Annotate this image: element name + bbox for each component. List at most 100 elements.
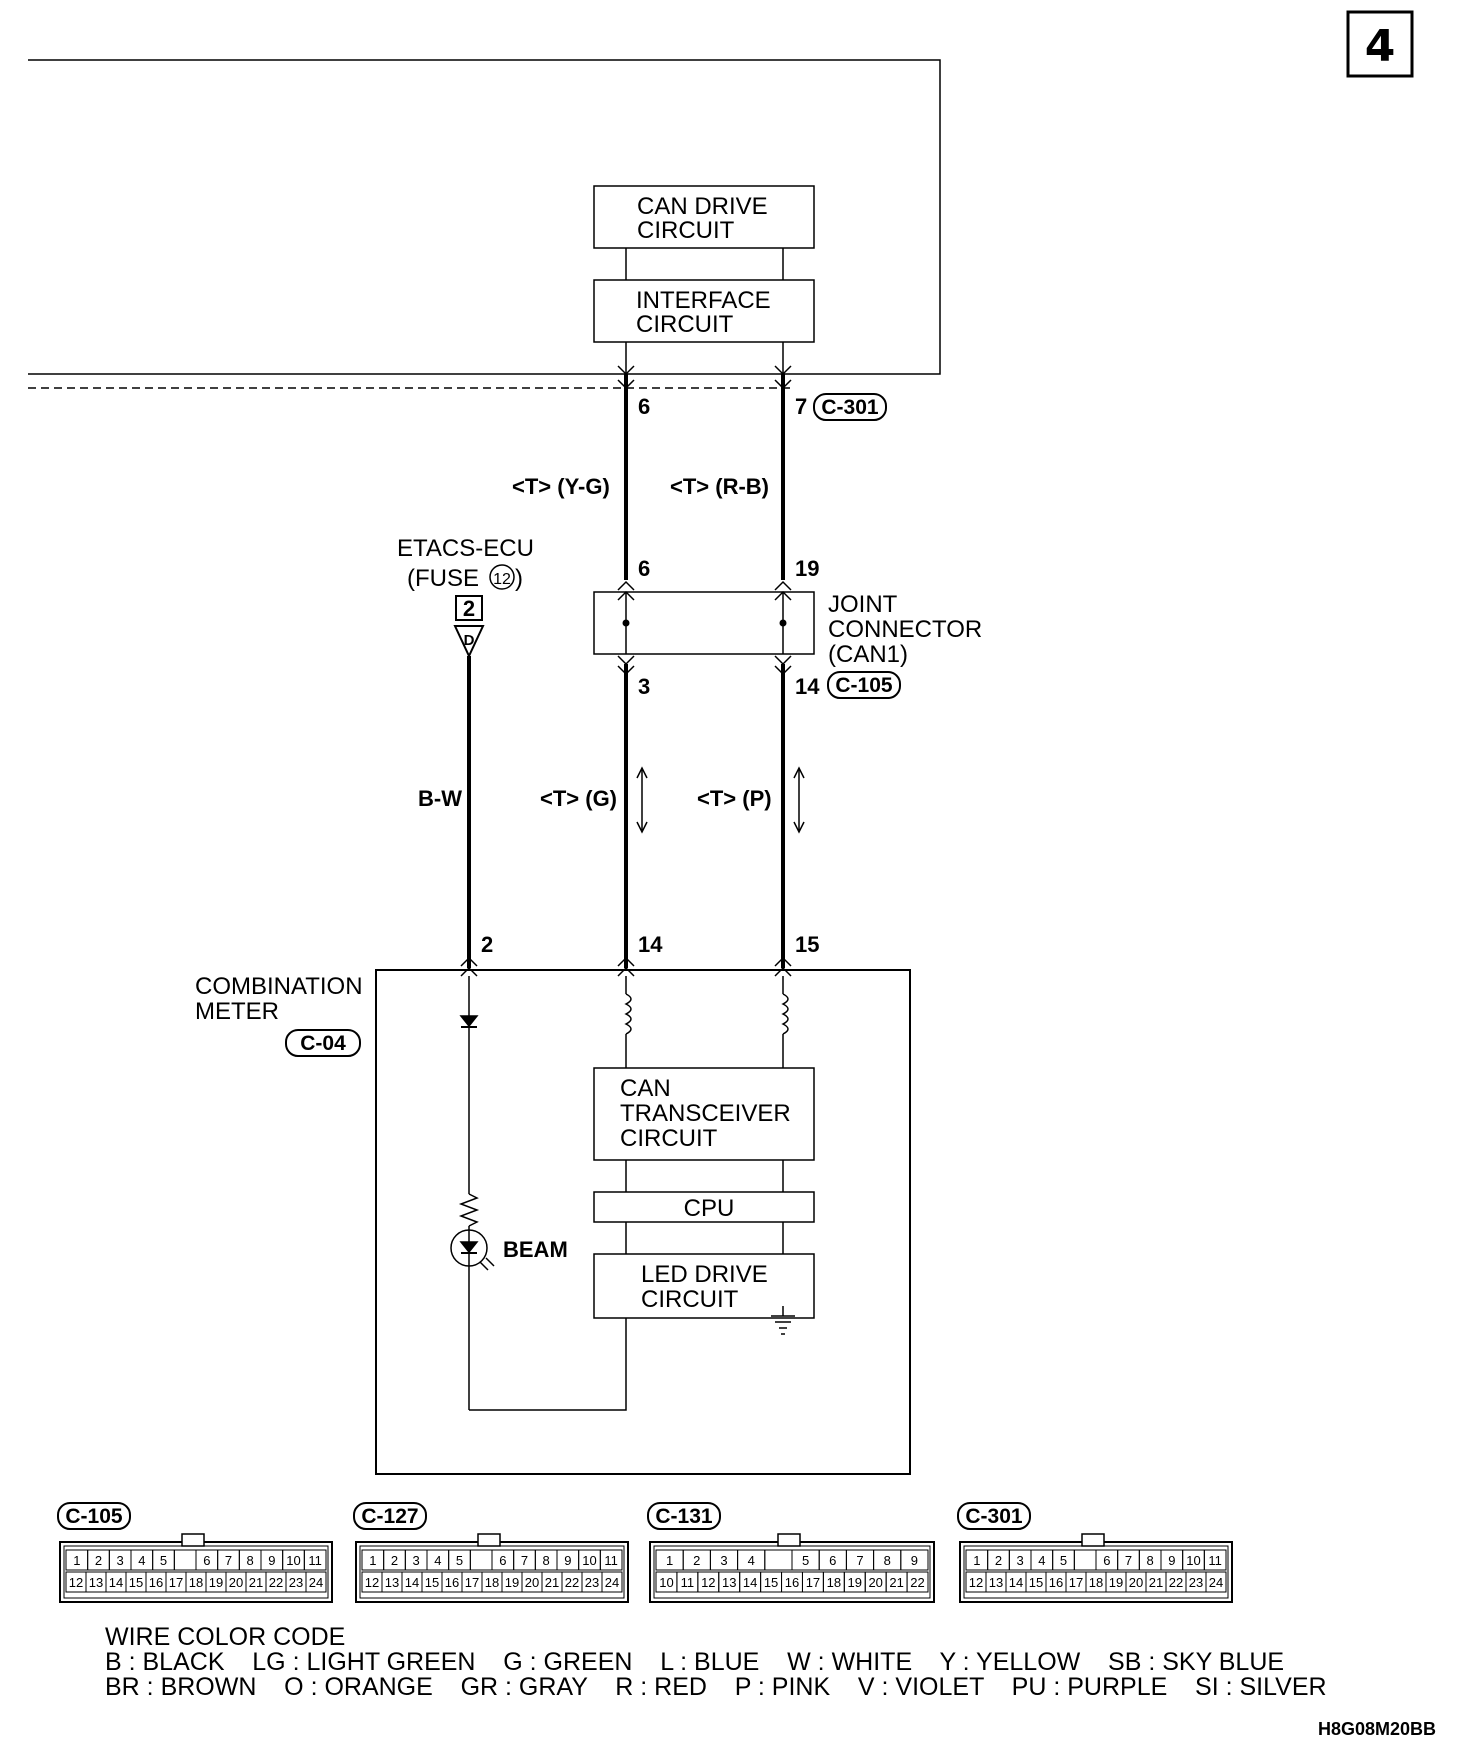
connector-pin-number: 21 xyxy=(889,1575,903,1590)
connector-pin-number: 10 xyxy=(1186,1553,1200,1568)
combination-meter-label-2: METER xyxy=(195,998,279,1025)
connector-pin-number: 24 xyxy=(1209,1575,1223,1590)
connector-pin-number: 3 xyxy=(413,1553,420,1568)
can-transceiver-block: CAN TRANSCEIVER CIRCUIT xyxy=(593,1067,815,1161)
connector-pin-number: 19 xyxy=(209,1575,223,1590)
wire-color-code-line-1: B : BLACK LG : LIGHT GREEN G : GREEN L :… xyxy=(105,1648,1284,1676)
connector-pin-number: 12 xyxy=(969,1575,983,1590)
connector-pin-number: 14 xyxy=(1009,1575,1023,1590)
connector-pin-number: 21 xyxy=(545,1575,559,1590)
block-links-upper xyxy=(625,248,784,280)
connector-pin-number: 3 xyxy=(720,1553,727,1568)
connector-pin-number: 2 xyxy=(693,1553,700,1568)
connector-pin-number: 11 xyxy=(308,1553,322,1568)
connector-tag-upper-text: C-301 xyxy=(821,396,879,419)
connector-pin-number: 9 xyxy=(268,1553,275,1568)
connector-pin-number: 23 xyxy=(289,1575,303,1590)
pin-joint-bottom-left: 3 xyxy=(638,674,650,699)
connector-pin-number: 22 xyxy=(269,1575,283,1590)
connector-pin-number: 16 xyxy=(785,1575,799,1590)
etacs-terminal: 2 xyxy=(463,596,475,621)
connector-pin-number: 19 xyxy=(1109,1575,1123,1590)
wire-color-code-title: WIRE COLOR CODE xyxy=(105,1623,345,1651)
connector-pin-number: 12 xyxy=(69,1575,83,1590)
can-transceiver-label-2: TRANSCEIVER xyxy=(620,1100,791,1127)
connector-pin-number: 12 xyxy=(365,1575,379,1590)
can-transceiver-label-1: CAN xyxy=(620,1075,671,1102)
connector-view-name: C-131 xyxy=(655,1505,713,1528)
connector-pin-number: 23 xyxy=(1189,1575,1203,1590)
connector-pin-number: 10 xyxy=(659,1575,673,1590)
joint-connector-label-3: (CAN1) xyxy=(828,641,908,668)
connector-view-latch xyxy=(1081,1533,1105,1547)
connector-pin-number: 17 xyxy=(1069,1575,1083,1590)
pin-meter-left: 2 xyxy=(481,932,493,957)
connector-pin-number: 1 xyxy=(369,1553,376,1568)
wire-color-lower-right: <T> (P) xyxy=(697,786,772,811)
connector-pin-number: 3 xyxy=(117,1553,124,1568)
interface-label-2: CIRCUIT xyxy=(636,311,734,338)
connector-pin-number: 3 xyxy=(1017,1553,1024,1568)
connector-pin-number: 7 xyxy=(225,1553,232,1568)
ecu-enclosure xyxy=(28,59,941,389)
connector-marks-c301 xyxy=(617,365,792,390)
connector-pin-number: 13 xyxy=(989,1575,1003,1590)
can-drive-label-2: CIRCUIT xyxy=(637,217,735,244)
connector-pin-number: 10 xyxy=(286,1553,300,1568)
connector-view-tag xyxy=(57,1502,131,1530)
joint-connector-label-1: JOINT xyxy=(828,591,898,618)
connector-view-tag xyxy=(353,1502,427,1530)
pin-joint-top-left: 6 xyxy=(638,556,650,581)
connector-pin-number: 5 xyxy=(1060,1553,1067,1568)
combination-meter-label-1: COMBINATION xyxy=(195,973,363,1000)
connector-pin-number: 8 xyxy=(247,1553,254,1568)
connector-pin-number: 2 xyxy=(95,1553,102,1568)
pin-upper-left: 6 xyxy=(638,394,650,419)
connector-marks-meter xyxy=(460,956,792,977)
connector-pin-number: 1 xyxy=(73,1553,80,1568)
wire-color-upper-right: <T> (R-B) xyxy=(670,474,769,499)
can-wires-lower xyxy=(624,664,785,968)
connector-pin-cell xyxy=(906,1571,929,1593)
joint-connector-label: JOINT CONNECTOR (CAN1) xyxy=(828,591,982,668)
connector-pin-number: 2 xyxy=(391,1553,398,1568)
led-drive-label-1: LED DRIVE xyxy=(641,1261,768,1288)
connector-pin-number: 23 xyxy=(585,1575,599,1590)
connector-pin-cell xyxy=(469,1549,493,1571)
connector-pin-number: 20 xyxy=(868,1575,882,1590)
wire-color-power: B-W xyxy=(418,786,462,811)
connector-pin-cell xyxy=(1205,1571,1227,1593)
led-drive-label-2: CIRCUIT xyxy=(641,1286,739,1313)
connector-pin-number: 15 xyxy=(425,1575,439,1590)
etacs-connector-letter: D xyxy=(464,632,475,649)
etacs-close-paren: ) xyxy=(515,565,523,592)
connector-pin-number: 6 xyxy=(499,1553,506,1568)
connector-pin-number: 22 xyxy=(1169,1575,1183,1590)
beam-indicator-circuit xyxy=(450,976,627,1411)
etacs-fuse-number: 12 xyxy=(493,571,511,588)
connector-pin-number: 18 xyxy=(485,1575,499,1590)
connector-pin-number: 13 xyxy=(722,1575,736,1590)
connector-pin-number: 11 xyxy=(604,1553,618,1568)
combination-meter-box xyxy=(375,969,911,1475)
etacs-label-1: ETACS-ECU xyxy=(397,535,534,562)
connector-pin-number: 18 xyxy=(189,1575,203,1590)
connector-pin-cell xyxy=(305,1571,327,1593)
connector-pin-number: 17 xyxy=(465,1575,479,1590)
led-drive-block: LED DRIVE CIRCUIT xyxy=(593,1253,815,1319)
connector-marks-joint xyxy=(617,580,792,676)
connector-tag-joint: C-105 xyxy=(827,671,901,699)
connector-view-latch xyxy=(777,1533,801,1547)
connector-pin-number: 8 xyxy=(1147,1553,1154,1568)
connector-pin-number: 14 xyxy=(405,1575,419,1590)
connector-pin-number: 15 xyxy=(129,1575,143,1590)
connector-pin-number: 20 xyxy=(229,1575,243,1590)
pin-joint-bottom-right: 14 xyxy=(795,674,820,699)
connector-pin-number: 4 xyxy=(748,1553,755,1568)
connector-pin-number: 16 xyxy=(445,1575,459,1590)
